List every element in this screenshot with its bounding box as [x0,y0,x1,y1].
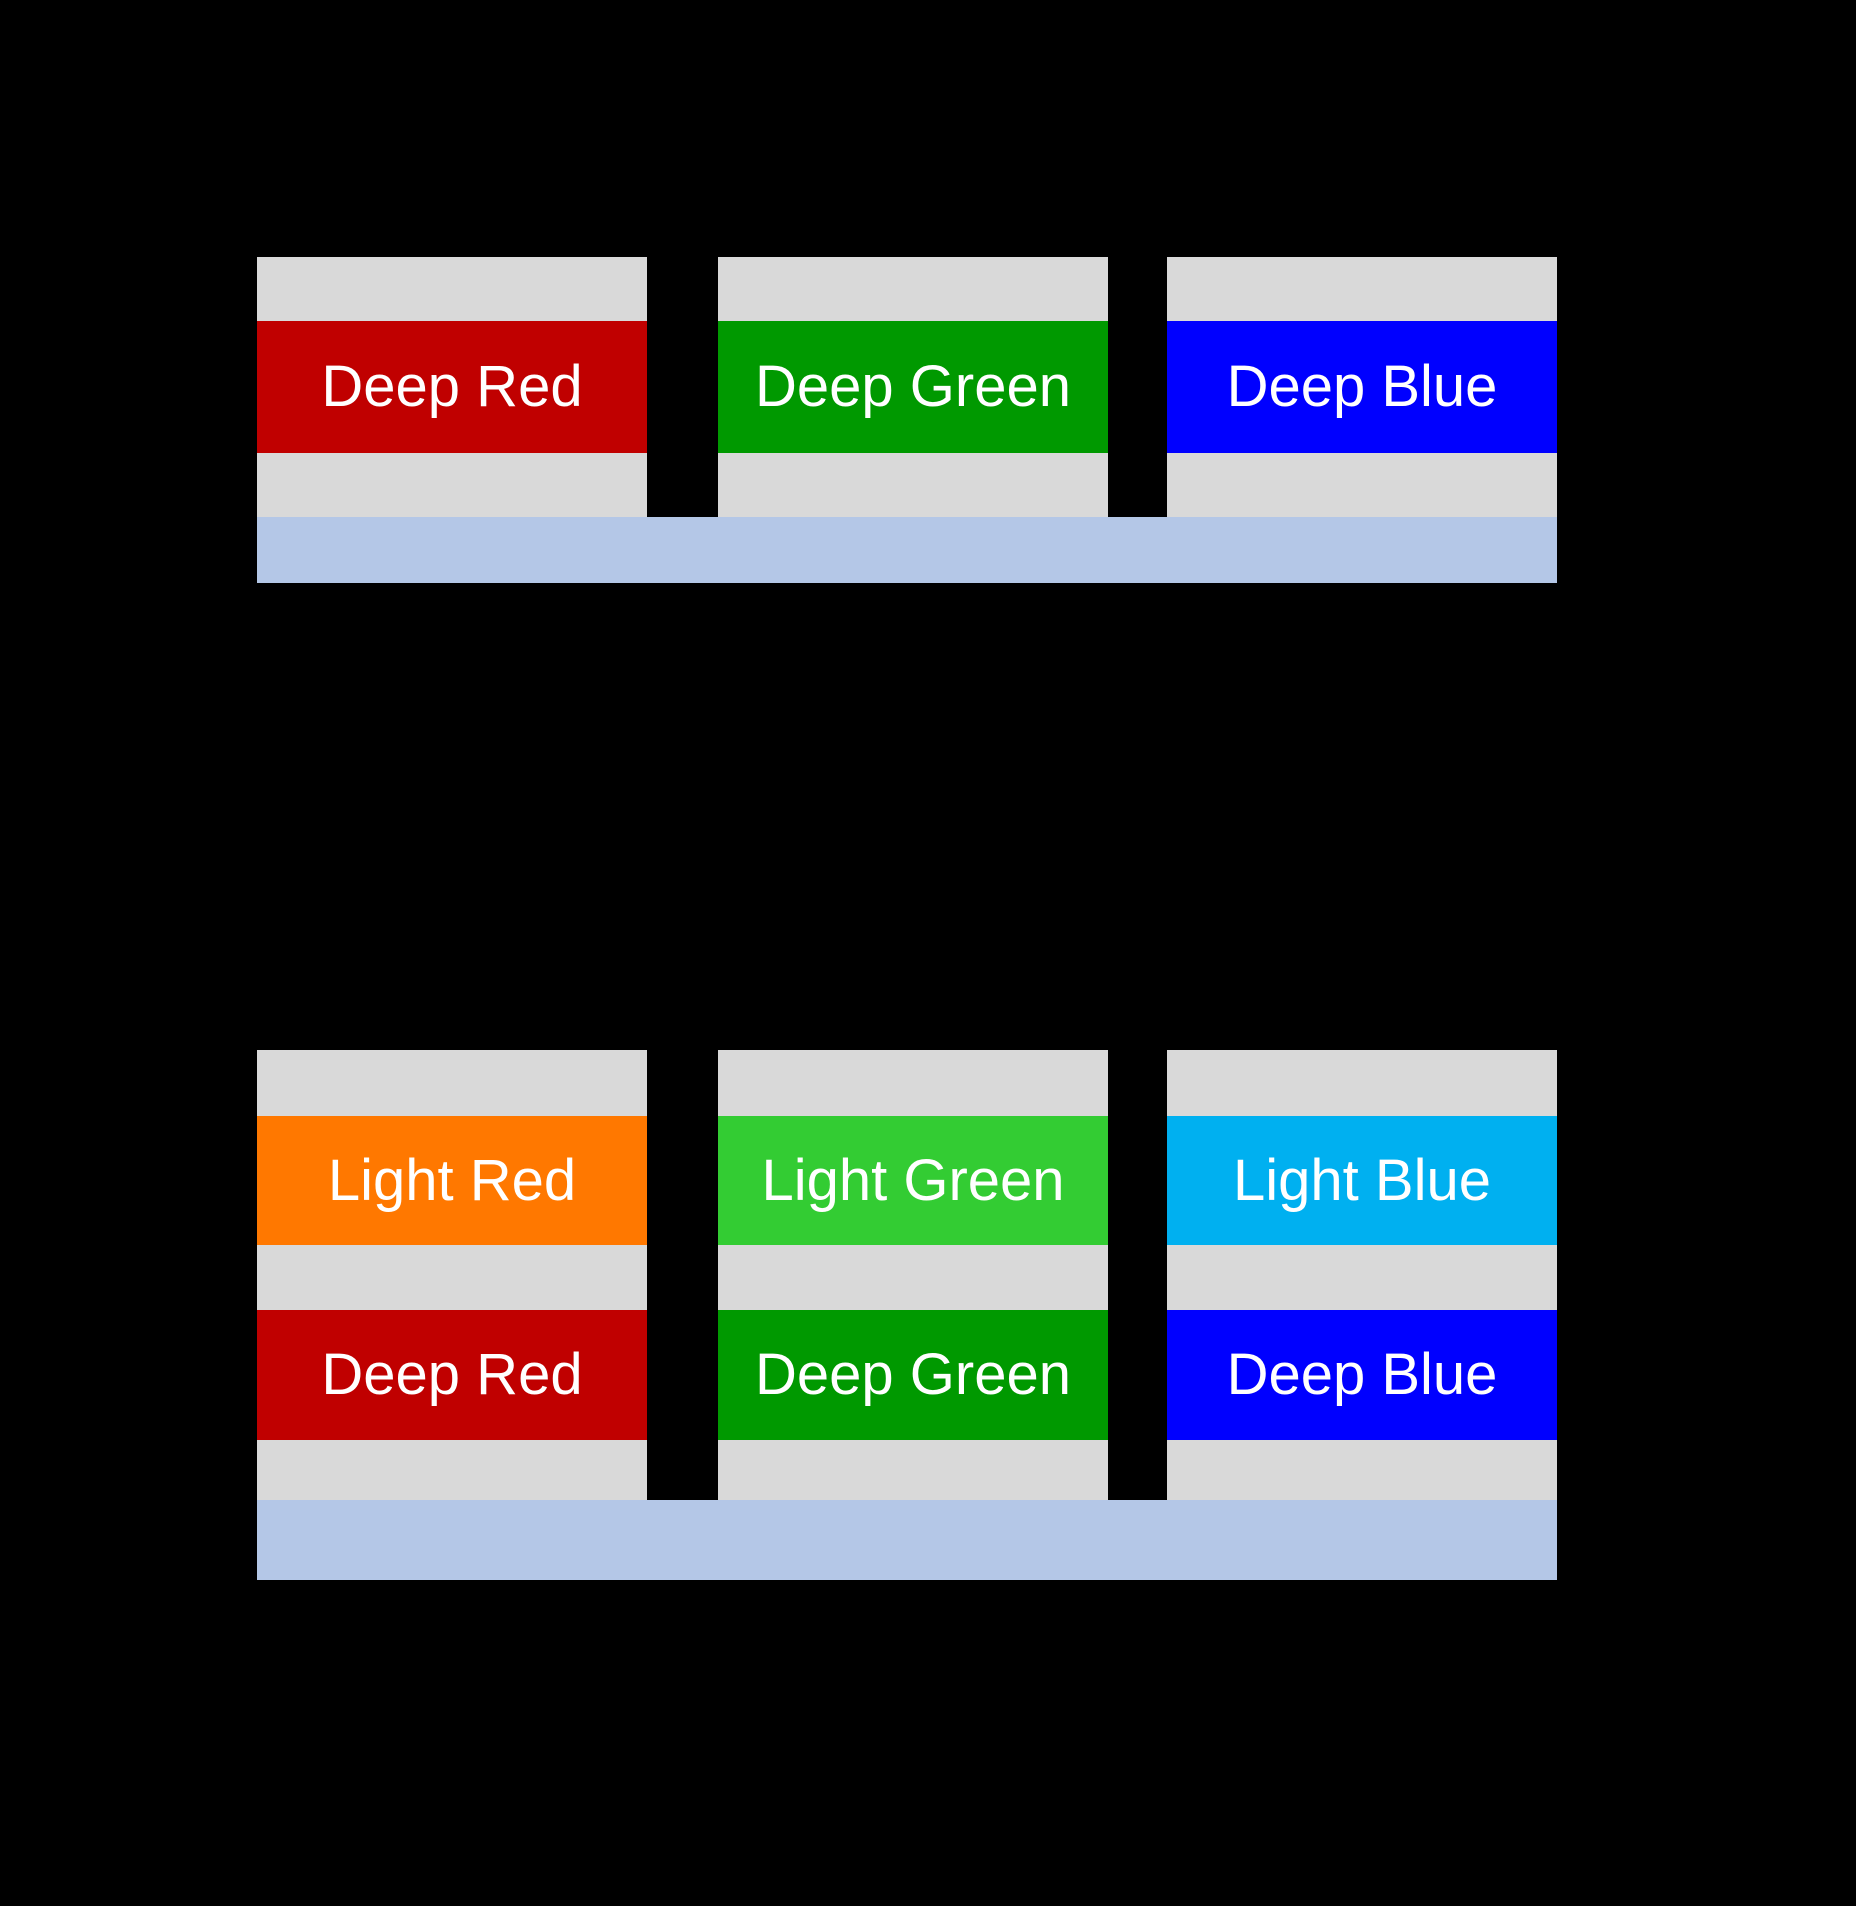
emitter-label: Deep Blue [1226,354,1498,419]
electrode-top-bar [257,257,647,321]
emissive-layer-light-blue: Light Blue [1167,1116,1557,1245]
electrode-top-bar [1167,1050,1557,1116]
substrate-bar [257,1500,1557,1580]
electrode-bottom-bar [1167,453,1557,517]
electrode-bottom-bar [1167,1440,1557,1500]
electrode-top-bar [257,1050,647,1116]
emitter-label: Light Red [327,1147,577,1213]
electrode-bottom-bar [257,1440,647,1500]
emissive-layer-light-red: Light Red [257,1116,647,1245]
substrate-bar [257,517,1557,583]
emissive-layer-light-green: Light Green [718,1116,1108,1245]
emissive-layer-deep-blue: Deep Blue [1167,321,1557,453]
electrode-middle-bar [257,1245,647,1310]
emitter-label: Deep Green [755,354,1071,419]
diagram-deep-pixels: Deep Red Deep Green Deep Blue [257,257,1557,583]
diagram-tandem-pixels: Light Red Deep Red Light Green Deep Gree… [257,1050,1557,1580]
emitter-label: Light Green [761,1147,1065,1213]
electrode-top-bar [718,257,1108,321]
emitter-label: Deep Red [321,1342,583,1407]
electrode-bottom-bar [257,453,647,517]
emitter-label: Light Blue [1233,1147,1491,1213]
electrode-middle-bar [718,1245,1108,1310]
electrode-bottom-bar [718,1440,1108,1500]
electrode-bottom-bar [718,453,1108,517]
electrode-middle-bar [1167,1245,1557,1310]
electrode-top-bar [1167,257,1557,321]
emissive-layer-deep-blue: Deep Blue [1167,1310,1557,1440]
emitter-label: Deep Green [755,1342,1071,1407]
emissive-layer-deep-red: Deep Red [257,1310,647,1440]
electrode-top-bar [718,1050,1108,1116]
emitter-label: Deep Red [321,354,583,419]
emissive-layer-deep-red: Deep Red [257,321,647,453]
emitter-label: Deep Blue [1226,1342,1498,1407]
emissive-layer-deep-green: Deep Green [718,321,1108,453]
emissive-layer-deep-green: Deep Green [718,1310,1108,1440]
